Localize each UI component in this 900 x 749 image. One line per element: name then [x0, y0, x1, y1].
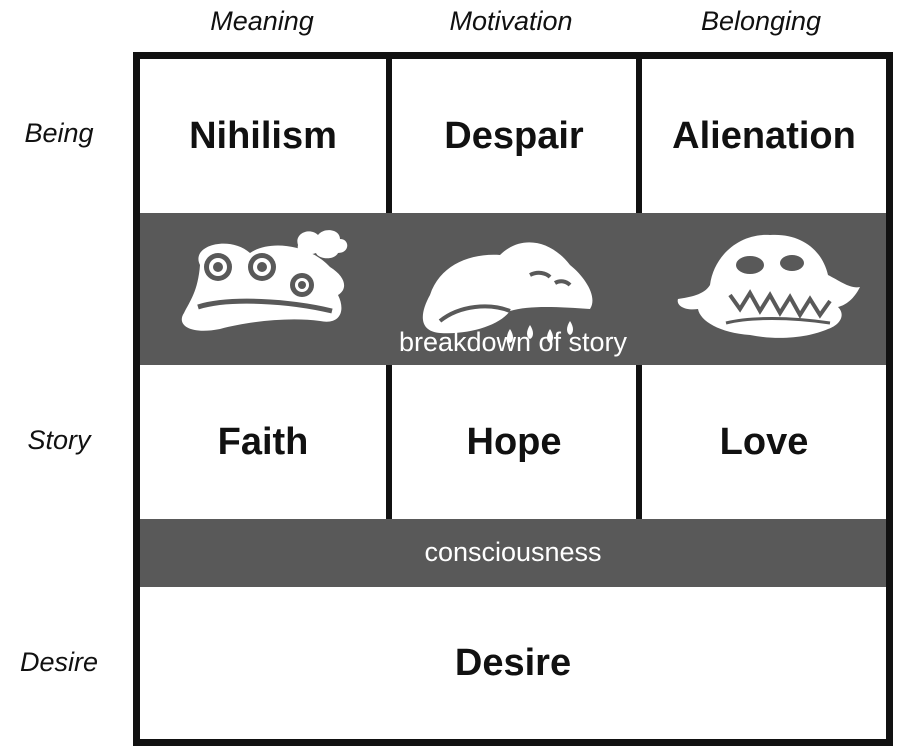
column-header-motivation: Motivation [449, 6, 573, 36]
vanitas-creature-icon [422, 242, 593, 343]
divider-line [386, 365, 392, 519]
cell-nihilism: Nihilism [189, 114, 337, 157]
row-header-desire: Desire [19, 647, 99, 677]
cell-hope: Hope [466, 420, 562, 463]
row-header-being: Being [24, 118, 94, 148]
breakdown-of-story-label: breakdown of story [398, 327, 628, 357]
cell-desire: Desire [454, 641, 572, 684]
column-header-belonging: Belonging [700, 6, 822, 36]
divider-line [636, 59, 642, 213]
breakdown-band: breakdown of story [140, 213, 886, 365]
ignarus-creature-icon [181, 230, 348, 331]
consciousness-label: consciousness [424, 537, 602, 567]
matrix-grid: Nihilism Despair Alienation [133, 52, 893, 746]
column-header-meaning: Meaning [210, 6, 314, 36]
cell-faith: Faith [217, 420, 309, 463]
divider-line [636, 365, 642, 519]
consciousness-band: consciousness [140, 519, 886, 587]
cell-alienation: Alienation [672, 114, 856, 157]
rapax-creature-icon [677, 234, 860, 338]
cell-despair: Despair [444, 114, 584, 157]
cell-love: Love [719, 420, 809, 463]
row-header-story: Story [27, 425, 91, 455]
divider-line [386, 59, 392, 213]
